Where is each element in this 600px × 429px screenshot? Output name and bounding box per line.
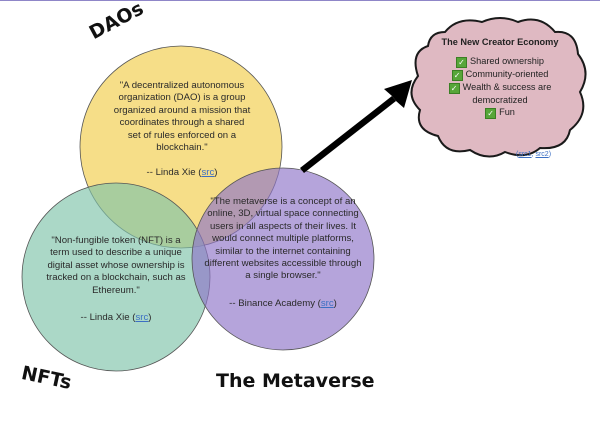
dao-cite-prefix: -- Linda Xie (: [146, 167, 202, 179]
item-label: Shared ownership: [469, 56, 545, 66]
creator-economy-box: The New Creator Economy ✓Shared ownershi…: [438, 36, 562, 120]
sources-sep: ,: [531, 151, 536, 158]
nft-cite-suffix: ): [148, 312, 152, 324]
item-label: Community-oriented: [465, 69, 549, 79]
sources-close: ): [548, 151, 552, 158]
check-icon: ✓: [485, 108, 497, 120]
nft-citation: -- Linda Xie (src): [46, 312, 186, 324]
item-label: Wealth & success are democratized: [462, 82, 552, 105]
arrow-head: [384, 80, 412, 108]
creator-economy-title: The New Creator Economy: [441, 37, 559, 47]
dao-cite-suffix: ): [214, 167, 218, 179]
src2-link[interactable]: src2: [535, 151, 549, 158]
metaverse-cite-prefix: -- Binance Academy (: [229, 297, 321, 309]
creator-economy-cloud: [410, 17, 587, 158]
metaverse-label: The Metaverse: [216, 370, 375, 392]
dao-quote: "A decentralized autonomous organization…: [113, 80, 251, 154]
creator-economy-sources: (src1, src2): [516, 151, 551, 158]
arrow-shaft: [300, 96, 396, 173]
nft-description: "Non-fungible token (NFT) is a term used…: [46, 235, 186, 324]
creator-economy-item: ✓Fun: [438, 106, 562, 120]
nft-quote: "Non-fungible token (NFT) is a term used…: [46, 235, 186, 296]
dao-description: "A decentralized autonomous organization…: [112, 80, 252, 180]
creator-economy-item: ✓Community-oriented: [438, 68, 562, 81]
metaverse-cite-suffix: ): [333, 297, 337, 309]
src1-link[interactable]: src1: [518, 151, 532, 158]
metaverse-description: "The metaverse is a concept of an online…: [202, 196, 364, 310]
nft-src-link[interactable]: src: [135, 312, 149, 324]
metaverse-citation: -- Binance Academy (src): [202, 298, 364, 310]
creator-economy-item: ✓Wealth & success are democratized: [438, 81, 562, 106]
top-border-line: [0, 0, 600, 1]
check-icon: ✓: [451, 70, 463, 81]
item-label: Fun: [499, 107, 515, 118]
metaverse-src-link[interactable]: src: [320, 297, 334, 309]
metaverse-quote: "The metaverse is a concept of an online…: [204, 196, 362, 282]
creator-economy-item: ✓Shared ownership: [438, 55, 562, 68]
dao-citation: -- Linda Xie (src): [112, 167, 252, 179]
sources-open: (: [516, 151, 519, 158]
metaverse-circle: [191, 167, 375, 351]
nft-cite-prefix: -- Linda Xie (: [80, 312, 136, 324]
dao-src-link[interactable]: src: [201, 167, 215, 179]
check-icon: ✓: [455, 57, 467, 68]
check-icon: ✓: [448, 83, 460, 94]
